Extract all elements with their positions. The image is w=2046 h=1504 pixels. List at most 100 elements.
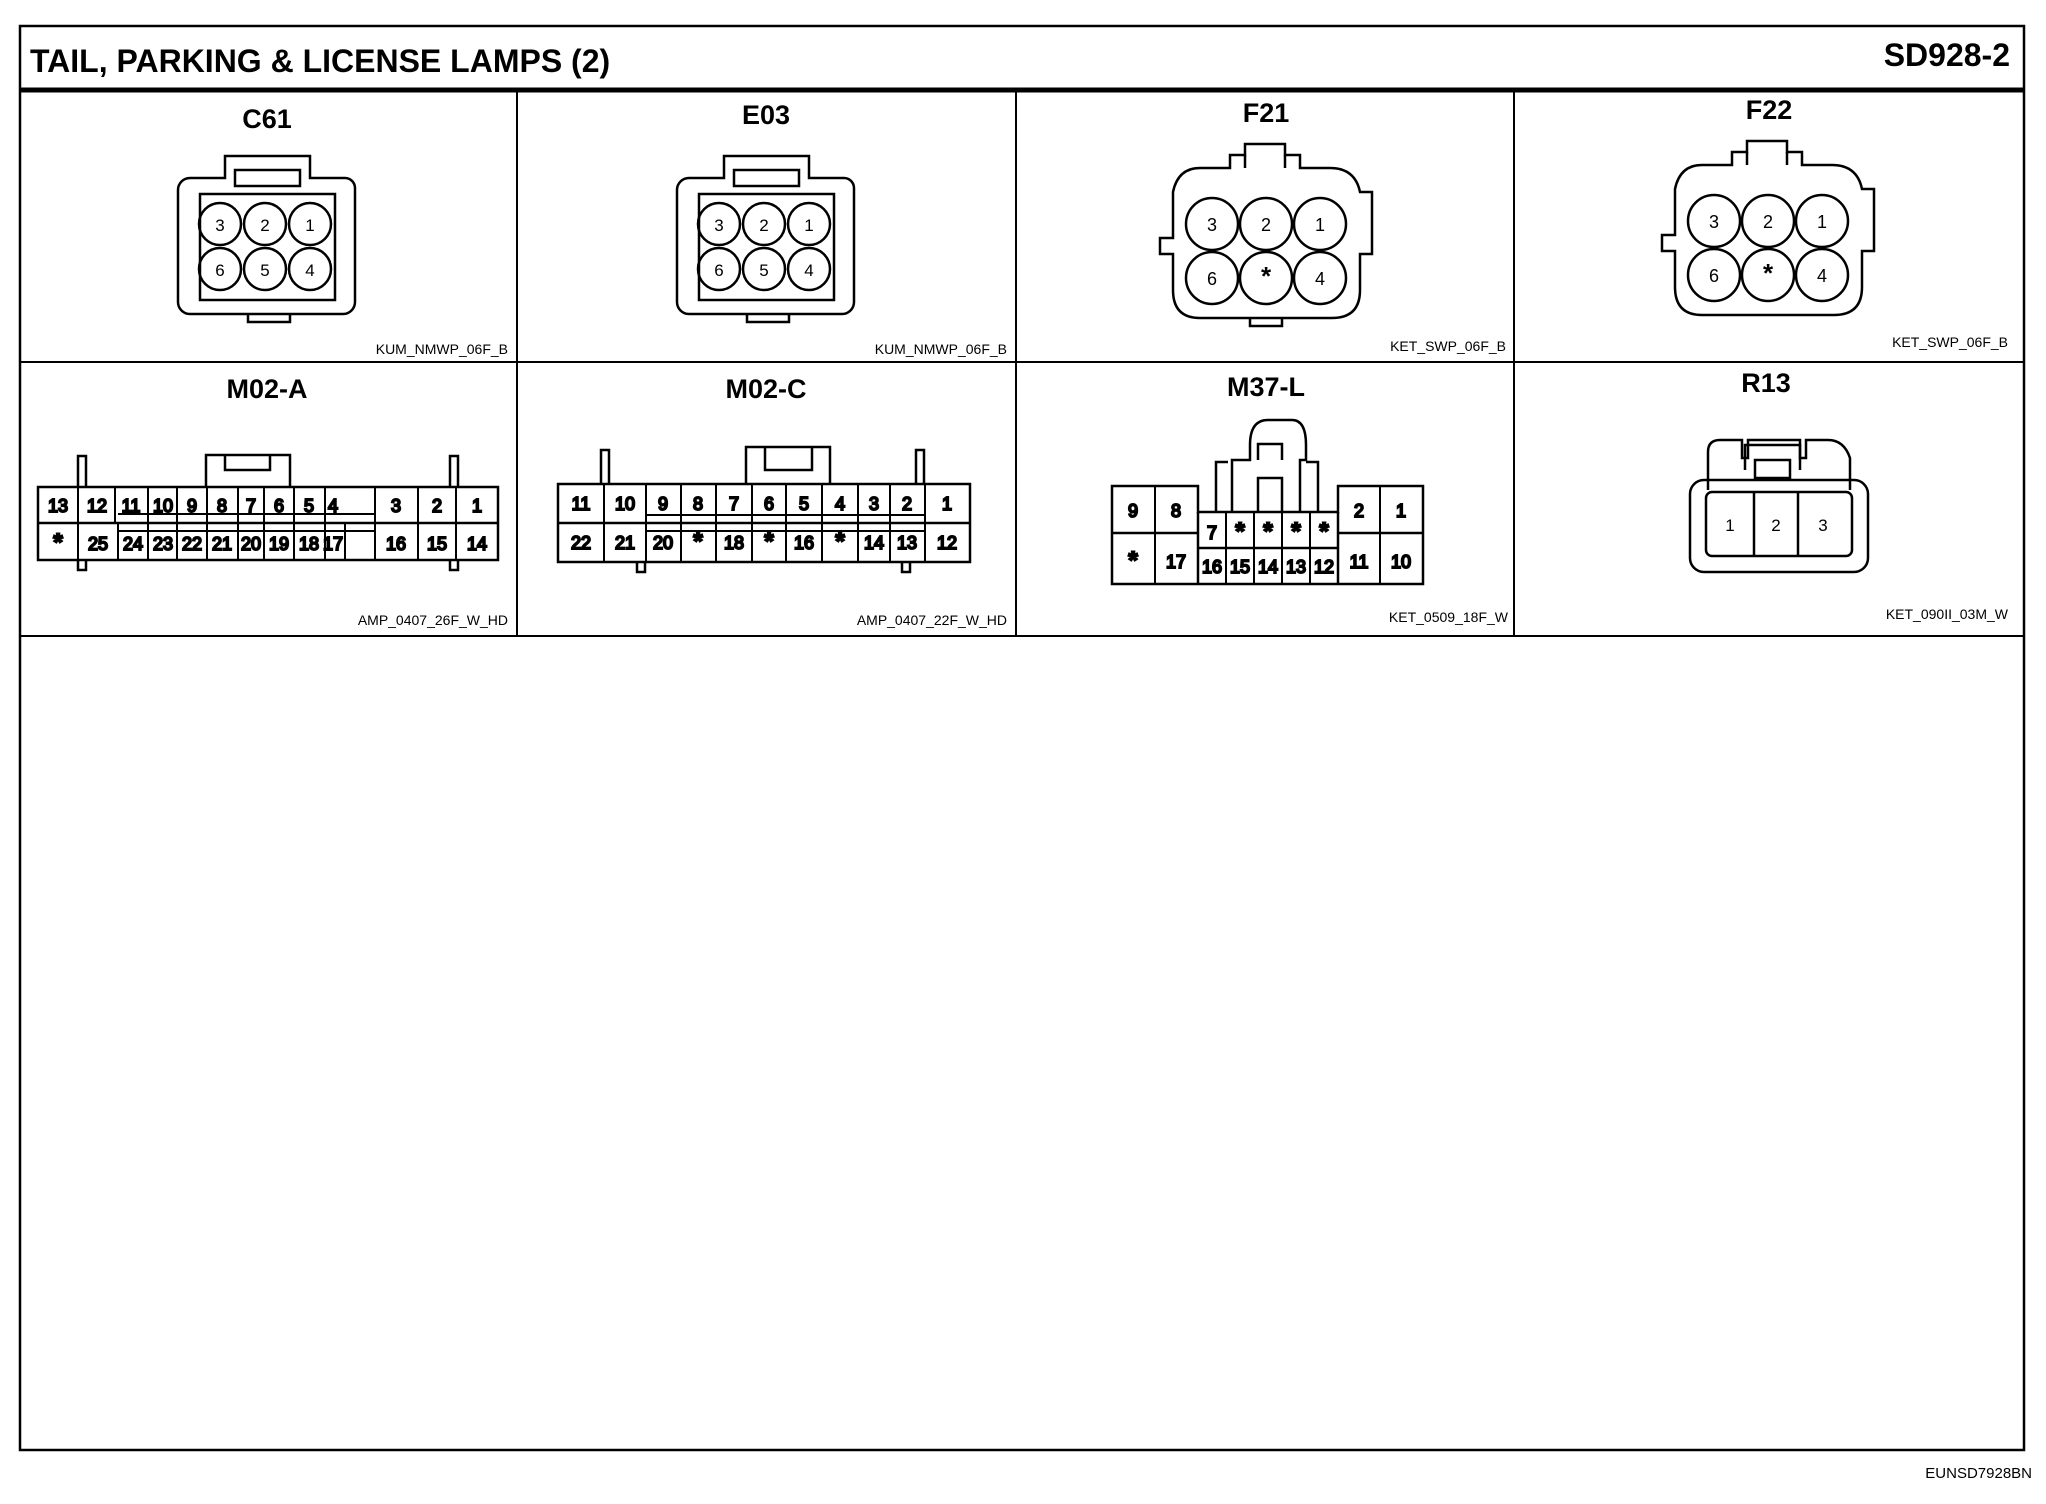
pin-label: 4 [804,261,813,280]
pin-cavity [1184,250,1240,306]
connector-c61: C61 3 2 1 6 5 4 KUM_NMWP_06F_B [176,104,508,357]
pin-label: 12 [87,496,107,516]
pin-label: 1 [472,496,482,516]
pin-cavity [696,246,742,292]
pin-cavity [1686,193,1742,249]
pin-label: 16 [794,533,814,553]
pin-label: 1 [942,494,952,514]
pin-label: 4 [1817,266,1827,286]
pin-cavity [696,201,742,247]
pin-label: 7 [729,494,739,514]
drawing-code: EUNSD7928BN [1925,1465,2032,1482]
connector-r13: R13 1 2 3 KET_090II_03M_W [1688,368,2009,622]
pin-label: 21 [212,534,232,554]
pin-label: 3 [1709,212,1719,232]
pin-label: 2 [260,216,269,235]
pin-label: * [693,528,703,555]
pin-label: 1 [1315,215,1325,235]
pin-cavity [197,201,243,247]
pin-label: 14 [467,534,487,554]
pin-label: * [1291,518,1301,545]
pin-label: 10 [1391,552,1411,572]
pin-label: 5 [759,261,768,280]
pin-cavity [1238,250,1294,306]
part-number: AMP_0407_26F_W_HD [358,612,508,628]
connector-name: C61 [242,104,292,134]
pin-cavity [741,201,787,247]
pin-cavities: 3 2 1 6 * 4 [1686,193,1850,303]
pin-label: 13 [897,533,917,553]
pin-label: 3 [391,496,401,516]
pin-label: 9 [1128,501,1138,521]
pin-label: 4 [305,261,314,280]
pin-cavities [696,201,832,292]
connector-housing [1688,438,1870,574]
connector-name: R13 [1741,368,1791,398]
pin-label: 15 [427,534,447,554]
part-number: AMP_0407_22F_W_HD [857,612,1007,628]
pin-label: 7 [246,496,256,516]
pin-label: 2 [1771,516,1780,535]
pin-label: 3 [714,216,723,235]
pin-label: 22 [571,533,591,553]
pin-label: 1 [1817,212,1827,232]
pin-label: 6 [764,494,774,514]
pin-label: 10 [153,496,173,516]
part-number: KUM_NMWP_06F_B [376,341,508,357]
pin-label: 2 [432,496,442,516]
pin-label: 18 [299,534,319,554]
pin-cavity [197,246,243,292]
pin-cavity [1794,193,1850,249]
pin-label: 14 [864,533,884,553]
pin-label: 16 [1202,557,1222,577]
pin-label: * [764,528,774,555]
pin-label: 2 [902,494,912,514]
pin-label: * [1319,518,1329,545]
pin-label: 3 [215,216,224,235]
connector-name: E03 [742,100,790,130]
pin-label: 5 [304,496,314,516]
pin-cavity [242,201,288,247]
pin-label: 19 [269,534,289,554]
pin-cavity [1292,250,1348,306]
page-code: SD928-2 [1884,37,2010,73]
sheet-border [18,24,2026,1452]
pin-cavity [1740,247,1796,303]
pin-label: * [1263,518,1273,545]
pin-label: 6 [215,261,224,280]
pin-label: 3 [869,494,879,514]
pin-label: 9 [658,494,668,514]
pin-label: 9 [187,496,197,516]
pin-label: 2 [759,216,768,235]
pin-label: 4 [1315,269,1325,289]
pin-label: 8 [693,494,703,514]
pin-cavity [1740,193,1796,249]
pin-cavity [1238,196,1294,252]
pin-label: 6 [1709,266,1719,286]
pin-label: 21 [615,533,635,553]
pin-cavity [1794,247,1850,303]
pin-label: * [1763,258,1774,288]
pin-label: 2 [1763,212,1773,232]
pin-label: 1 [305,216,314,235]
pin-cavity [287,246,333,292]
part-number: KET_090II_03M_W [1886,606,2009,622]
pin-label: 2 [1261,215,1271,235]
pin-label: 13 [1286,557,1306,577]
pin-label: * [1261,261,1272,291]
connector-housing [1158,142,1374,328]
pin-label: 23 [153,534,173,554]
pin-label: 11 [572,494,591,514]
pin-label: 22 [182,534,202,554]
connector-e03: E03 3 2 1 6 5 4 KUM_NMWP_06F_B [675,100,1007,357]
pin-label: 13 [48,496,68,516]
